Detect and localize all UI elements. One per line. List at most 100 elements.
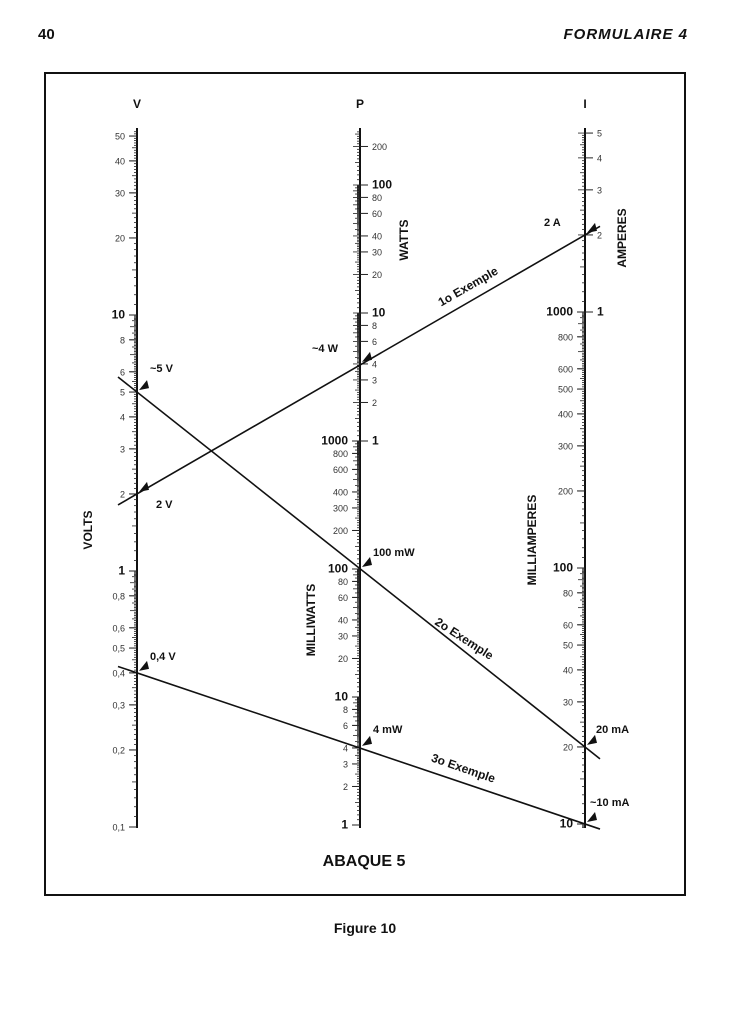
tick-label: 40 — [563, 665, 573, 675]
tick-label: 4 — [597, 153, 602, 163]
pointer-icon — [587, 812, 597, 822]
tick-label: 60 — [563, 620, 573, 630]
example-line-3 — [117, 665, 601, 830]
tick-label: 5 — [120, 388, 125, 398]
tick-label: 0,2 — [112, 745, 125, 755]
unit-label-milliamperes: MILLIAMPERES — [525, 495, 539, 586]
tick-label: 0,8 — [112, 591, 125, 601]
tick-label: 8 — [343, 705, 348, 715]
tick-label: 1 — [118, 564, 125, 578]
tick-label: 6 — [372, 337, 377, 347]
tick-label: 10 — [372, 306, 386, 320]
axis-letter-I: I — [583, 97, 586, 111]
tick-label: 400 — [333, 487, 348, 497]
tick-label: 4 — [343, 743, 348, 753]
tick-label: 50 — [563, 641, 573, 651]
tick-label: 2 — [597, 230, 602, 240]
tick-label: 20 — [115, 233, 125, 243]
tick-label: 10 — [335, 690, 349, 704]
value-mark-label: ~5 V — [150, 363, 174, 375]
tick-label: 20 — [372, 270, 382, 280]
tick-label: 200 — [333, 526, 348, 536]
tick-label: 300 — [333, 503, 348, 513]
tick-label: 80 — [563, 588, 573, 598]
tick-label: 60 — [372, 209, 382, 219]
value-mark-label: 2 V — [156, 499, 173, 511]
unit-label-milliwatts: MILLIWATTS — [304, 584, 318, 656]
tick-label: 100 — [328, 562, 348, 576]
tick-label: 0,1 — [112, 823, 125, 833]
tick-label: 30 — [563, 697, 573, 707]
example-line-1 — [117, 225, 601, 506]
tick-label: 1 — [341, 818, 348, 832]
tick-label: 3 — [120, 444, 125, 454]
pointer-icon — [587, 734, 597, 745]
tick-label: 0,4 — [112, 668, 125, 678]
unit-label-amperes: AMPERES — [615, 208, 629, 267]
axis-ticks — [129, 128, 593, 828]
page-number: 40 — [38, 26, 55, 43]
tick-label: 30 — [115, 188, 125, 198]
tick-label: 400 — [558, 409, 573, 419]
unit-label-watts: WATTS — [397, 219, 411, 260]
tick-label: 30 — [372, 247, 382, 257]
tick-label: 40 — [372, 231, 382, 241]
value-mark-label: 4 mW — [373, 724, 403, 736]
example-label-2: 2o Exemple — [432, 615, 496, 663]
tick-label: 8 — [120, 335, 125, 345]
tick-label: 30 — [338, 631, 348, 641]
tick-label: 6 — [343, 721, 348, 731]
value-mark-label: ~4 W — [312, 343, 339, 355]
tick-label: 3 — [597, 185, 602, 195]
tick-label: 80 — [338, 577, 348, 587]
tick-label: 100 — [553, 561, 573, 575]
tick-label: 40 — [338, 615, 348, 625]
figure-caption: Figure 10 — [333, 920, 397, 936]
value-mark-label: 20 mA — [596, 724, 629, 736]
tick-label: 800 — [333, 449, 348, 459]
tick-label: 600 — [333, 465, 348, 475]
tick-label: 500 — [558, 385, 573, 395]
value-mark-label: 100 mW — [373, 547, 415, 559]
pointer-icon — [587, 222, 597, 233]
example-lines — [117, 222, 601, 830]
tick-label: 2 — [120, 489, 125, 499]
tick-label: 40 — [115, 156, 125, 166]
axis-letter-V: V — [133, 97, 141, 111]
tick-label: 2 — [343, 782, 348, 792]
tick-label: 20 — [563, 742, 573, 752]
figure-frame — [44, 72, 686, 896]
tick-label: 0,6 — [112, 623, 125, 633]
tick-label: 20 — [338, 654, 348, 664]
tick-label: 0,5 — [112, 644, 125, 654]
tick-label: 1000 — [321, 434, 348, 448]
tick-label: 200 — [558, 486, 573, 496]
pointer-icon — [362, 557, 372, 567]
abaque-title: ABAQUE 5 — [323, 853, 406, 870]
example-line-2 — [117, 376, 601, 760]
value-mark-label: 0,4 V — [150, 651, 176, 663]
tick-label: 3 — [372, 375, 377, 385]
tick-label: 3 — [343, 759, 348, 769]
tick-label: 2 — [372, 398, 377, 408]
value-mark-label: 2 A — [544, 217, 561, 229]
tick-label: 1000 — [546, 305, 573, 319]
tick-label: 10 — [560, 817, 574, 831]
tick-label: 600 — [558, 364, 573, 374]
tick-label: 6 — [120, 367, 125, 377]
tick-label: 800 — [558, 332, 573, 342]
tick-label: 10 — [112, 308, 126, 322]
tick-label: 60 — [338, 593, 348, 603]
tick-label: 50 — [115, 132, 125, 142]
tick-label: 80 — [372, 193, 382, 203]
tick-label: 1 — [372, 434, 379, 448]
tick-label: 100 — [372, 178, 392, 192]
axis-letter-P: P — [356, 97, 364, 111]
running-title: FORMULAIRE 4 — [563, 26, 688, 43]
pointer-icon — [362, 735, 372, 746]
tick-label: 200 — [372, 142, 387, 152]
unit-label-volts: VOLTS — [81, 510, 95, 549]
pointer-icon — [362, 351, 372, 362]
pointer-icon — [139, 660, 149, 671]
